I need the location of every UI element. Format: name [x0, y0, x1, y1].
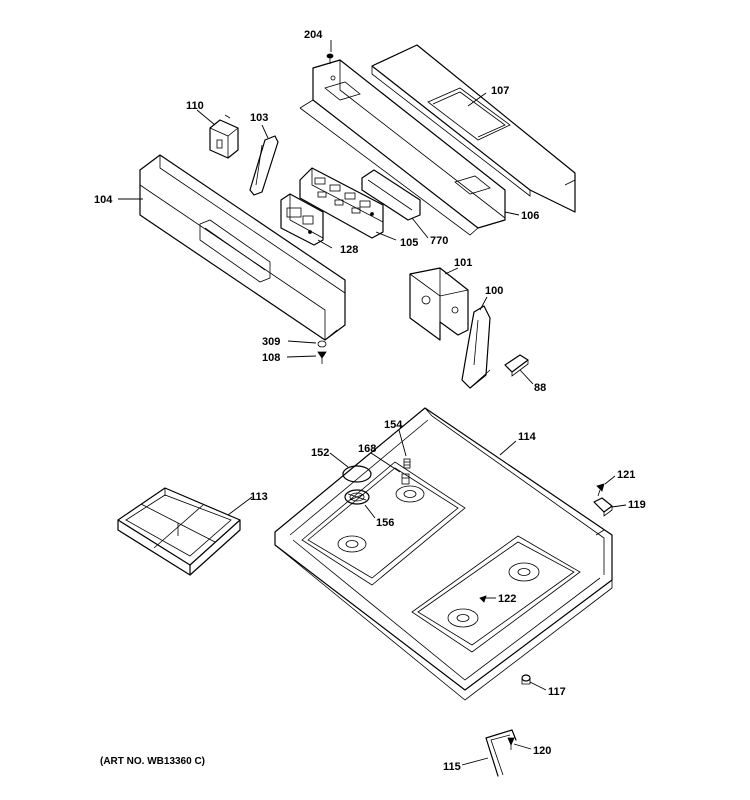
part-154-orifice [403, 458, 411, 469]
art-number: (ART NO. WB13360 C) [100, 756, 205, 767]
part-121-screw [596, 483, 605, 497]
part-104-control-panel [139, 154, 346, 341]
callout-770: 770 [430, 235, 448, 247]
part-110-switch [209, 114, 239, 159]
part-103-bracket [249, 135, 279, 196]
part-120-nut [507, 737, 515, 750]
callout-168: 168 [358, 443, 376, 455]
callout-114: 114 [518, 431, 537, 443]
callout-119: 119 [628, 499, 646, 511]
part-105-control-board [299, 167, 384, 239]
part-108-screw [317, 351, 327, 364]
part-113-grate [117, 487, 241, 576]
part-88-clip [504, 354, 529, 377]
callout-103: 103 [250, 112, 268, 124]
callout-128: 128 [340, 244, 358, 256]
callout-156: 156 [376, 517, 394, 529]
callout-104: 104 [94, 194, 113, 206]
leader-lines [118, 40, 627, 766]
part-100-end-cap [461, 305, 491, 389]
part-115-tube [485, 729, 517, 777]
callout-108: 108 [262, 352, 280, 364]
callout-204: 204 [304, 29, 323, 41]
part-168-igniter [401, 473, 410, 485]
callout-122: 122 [498, 593, 516, 605]
callout-105: 105 [400, 237, 418, 249]
part-119-bracket [593, 497, 613, 517]
part-204-screw [326, 53, 334, 64]
part-152-burner-cap [342, 465, 372, 483]
callout-labels: 204 107 110 103 104 106 128 105 770 101 … [94, 29, 646, 773]
callout-121: 121 [617, 469, 635, 481]
callout-100: 100 [485, 285, 503, 297]
callout-152: 152 [311, 447, 329, 459]
callout-106: 106 [521, 210, 539, 222]
callout-88: 88 [534, 382, 546, 394]
callout-115: 115 [443, 761, 461, 773]
part-128-display [280, 193, 324, 246]
callout-110: 110 [186, 100, 204, 112]
callout-120: 120 [533, 745, 551, 757]
part-106-backsplash [299, 59, 506, 236]
part-122-screw [479, 595, 487, 603]
part-309-clip [317, 340, 327, 348]
part-101-side-bracket [409, 267, 469, 341]
part-117-foot [521, 674, 531, 685]
callout-113: 113 [250, 491, 268, 503]
part-770-trim [361, 169, 421, 221]
part-156-burner-head [344, 489, 370, 505]
callout-309: 309 [262, 336, 280, 348]
callout-117: 117 [548, 686, 566, 698]
callout-154: 154 [384, 419, 403, 431]
part-107-rear-cover [371, 44, 576, 213]
callout-107: 107 [491, 85, 509, 97]
callout-101: 101 [454, 257, 472, 269]
part-114-cooktop [274, 407, 613, 701]
